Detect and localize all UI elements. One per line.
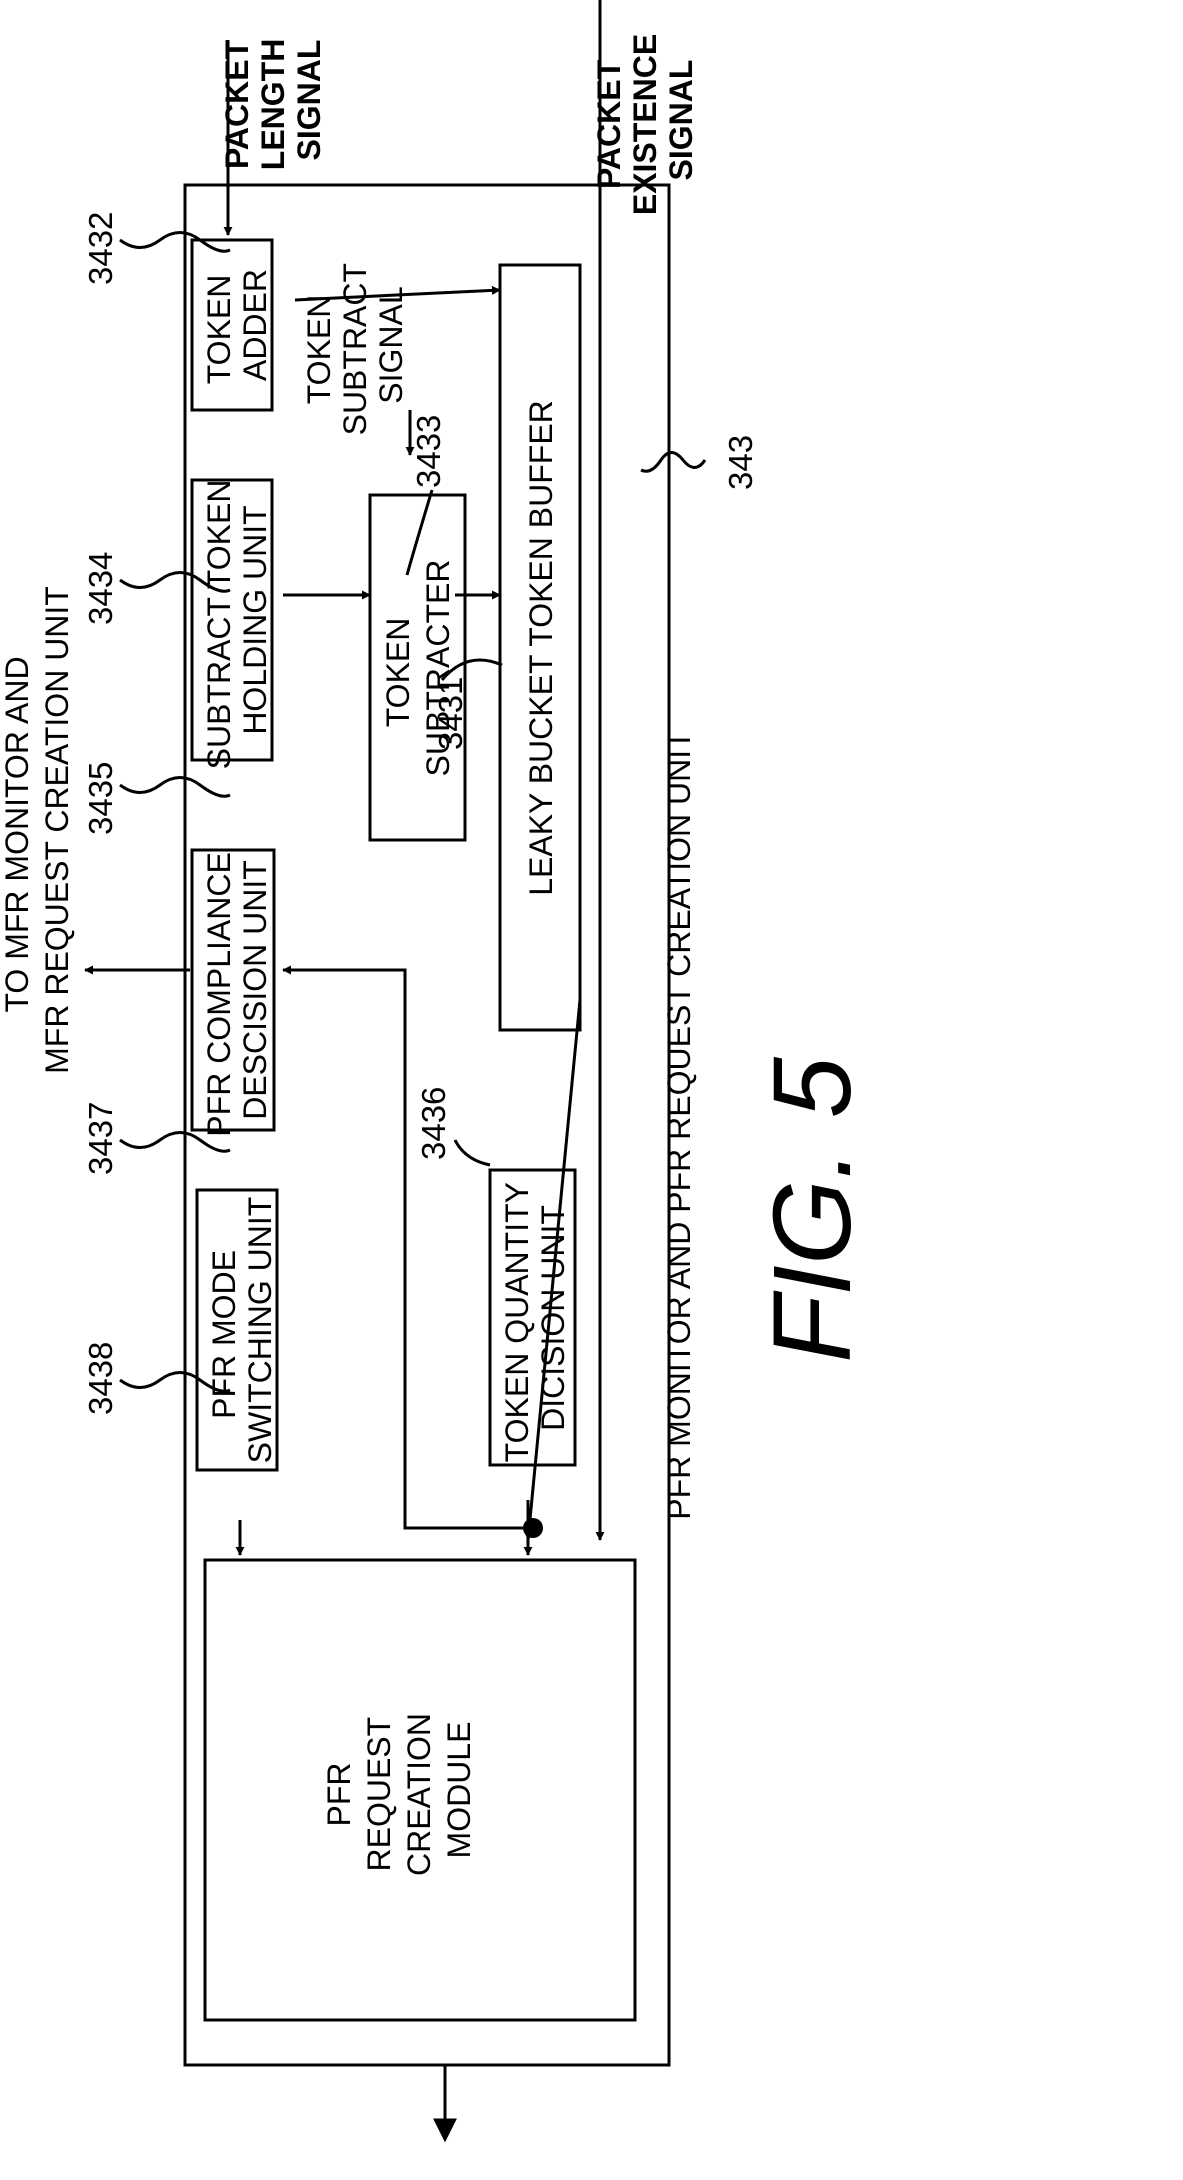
pfr-compliance-text: PFR COMPLIANCE DESCISION UNIT — [201, 843, 273, 1136]
leader-3435 — [119, 776, 231, 798]
ref-343: 343 — [722, 435, 759, 490]
token-subtracter-text: TOKEN SUBTRACTER — [380, 560, 456, 777]
figure-label: FIG. 5 — [751, 1056, 874, 1362]
token-quantity-box — [488, 1168, 577, 1467]
ref-3434: 3434 — [82, 552, 119, 625]
ref-3435: 3435 — [82, 762, 119, 835]
adder-to-buffer-arrow — [294, 285, 501, 302]
buffer-to-quantity-arrow — [524, 999, 582, 1541]
ref-3437: 3437 — [82, 1102, 119, 1175]
leader-3434 — [119, 571, 231, 593]
leaky-bucket-text: LEAKY BUCKET TOKEN BUFFER — [523, 400, 559, 896]
ref-3438: 3438 — [82, 1342, 119, 1415]
leader-343 — [640, 451, 707, 473]
leader-3438 — [119, 1371, 231, 1393]
feedback-to-compliance-arrow — [282, 965, 533, 1530]
subtract-token-holding-box — [190, 478, 274, 762]
leader-3433 — [405, 489, 434, 576]
packet-length-signal-label: PACKET LENGTH SIGNAL — [219, 30, 327, 170]
leader-3437 — [119, 1131, 231, 1153]
leader-3436 — [453, 1139, 491, 1167]
ref-3431: 3431 — [432, 677, 469, 750]
to-mfr-label: TO MFR MONITOR AND MFR REQUEST CREATION … — [0, 586, 75, 1074]
token-adder-box — [190, 238, 274, 412]
token-adder-text: TOKEN ADDER — [201, 266, 273, 385]
leaky-bucket-box — [498, 263, 582, 1032]
subtract-token-holding-text: SUBTRACT TOKEN HOLDING UNIT — [201, 471, 273, 770]
pfr-request-module-box — [203, 1558, 637, 2022]
token-subtracter-box — [368, 493, 467, 842]
ref-3436: 3436 — [415, 1087, 452, 1160]
leader-3431 — [440, 658, 503, 681]
pfr-mode-switching-box — [195, 1188, 279, 1472]
packet-existence-signal-label: PACKET EXISTENCE SIGNAL — [591, 25, 699, 215]
leader-3432 — [119, 231, 231, 253]
token-subtract-signal-label: TOKEN SUBTRACT SIGNAL — [301, 255, 409, 436]
ref-3432: 3432 — [82, 212, 119, 285]
pfr-compliance-box — [190, 848, 276, 1132]
pfr-request-module-text: PFR REQUEST CREATION MODULE — [321, 1704, 477, 1876]
token-quantity-text: TOKEN QUANTITY DICISION UNIT — [499, 1174, 571, 1463]
unit-label: PFR MONITOR AND PFR REQUEST CREATION UNI… — [661, 730, 697, 1519]
ref-3433: 3433 — [410, 415, 447, 488]
pfr-mode-switching-text: PFR MODE SWITCHING UNIT — [206, 1197, 278, 1464]
junction-dot — [523, 1518, 543, 1538]
